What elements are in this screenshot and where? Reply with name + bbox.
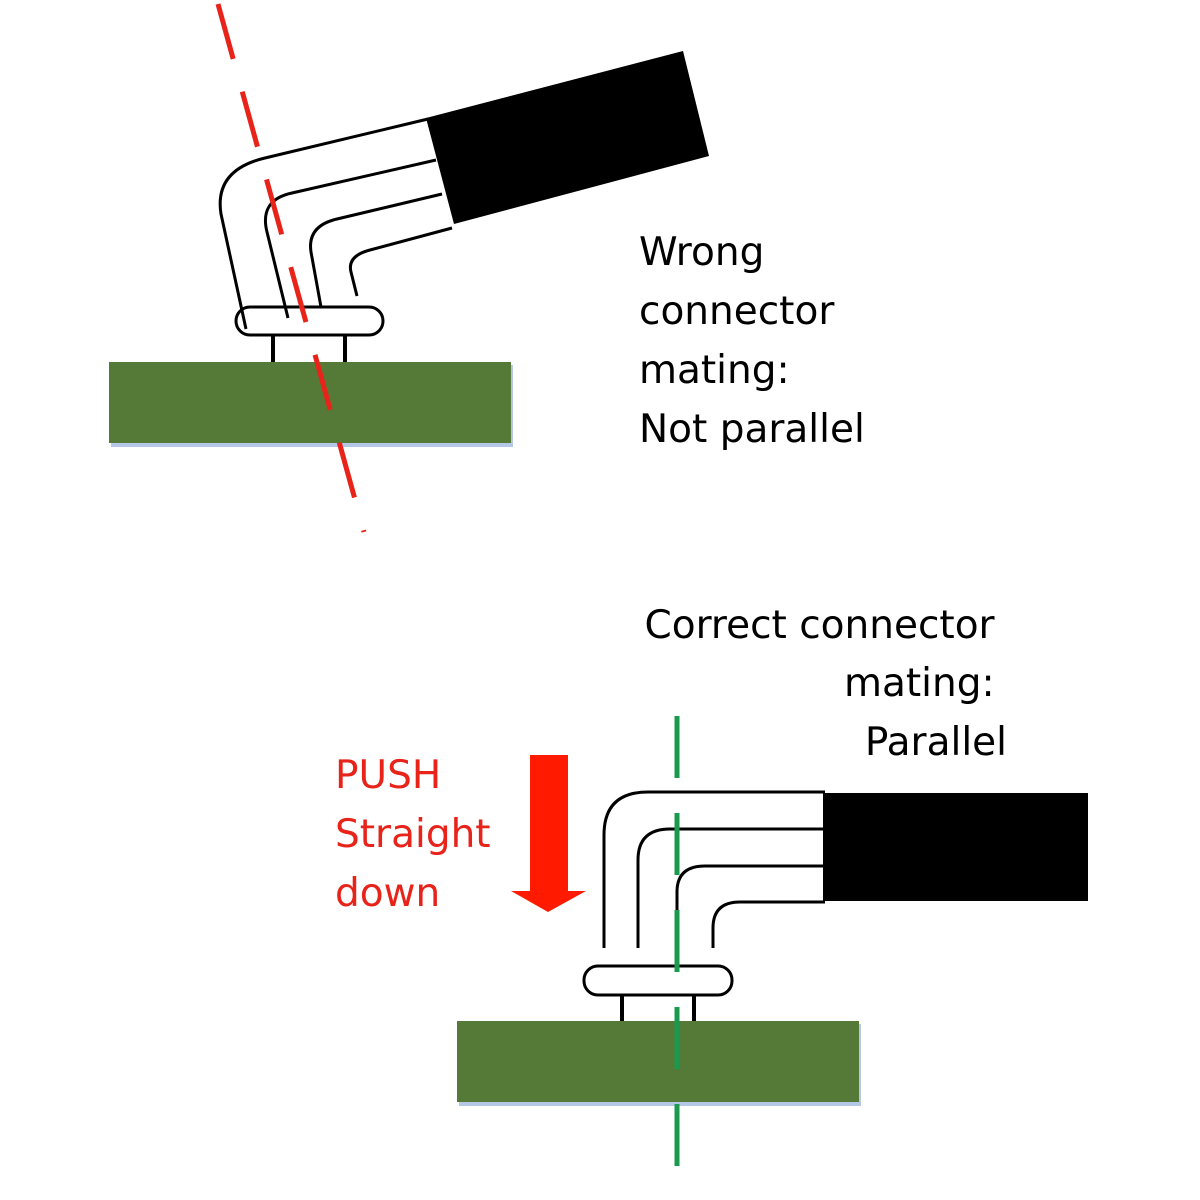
correct-wire-inner [711,900,825,948]
correct-mating-caption: Correct connector mating: Parallel [644,603,1007,765]
wrong-cable-jacket [426,51,709,224]
correct-connector-housing [582,964,734,997]
wrong-caption-line: mating: [639,348,790,393]
wrong-mating-illustration [109,3,709,533]
push-instruction: PUSH Straight down [335,753,503,916]
wrong-caption-line: connector [639,289,835,334]
correct-caption-line: Parallel [865,720,1007,765]
wrong-axis-dashed-line [215,3,367,533]
wrong-wire-inner [348,226,453,297]
correct-caption-line: mating: [844,661,995,706]
push-line: PUSH [335,753,441,798]
wrong-caption-line: Wrong [639,230,764,275]
push-down-arrow-icon [511,755,586,912]
correct-cable-jacket [823,793,1088,901]
correct-mating-illustration [457,716,1088,1168]
wrong-mating-caption: Wrong connector mating: Not parallel [639,230,865,452]
wrong-wire-outer [218,117,429,330]
wrong-connector-housing [234,305,385,337]
wrong-pcb-board [109,362,511,443]
correct-wire-second [636,827,825,948]
correct-wire-third [675,864,825,968]
correct-caption-line: Correct connector [644,603,995,648]
wrong-caption-line: Not parallel [639,407,865,452]
correct-pcb-board [457,1021,859,1102]
correct-wire-outer [602,790,825,948]
wrong-wire-second [264,158,437,319]
push-line: down [335,871,440,916]
wrong-wire-third [309,192,443,308]
push-line: Straight [335,812,491,857]
